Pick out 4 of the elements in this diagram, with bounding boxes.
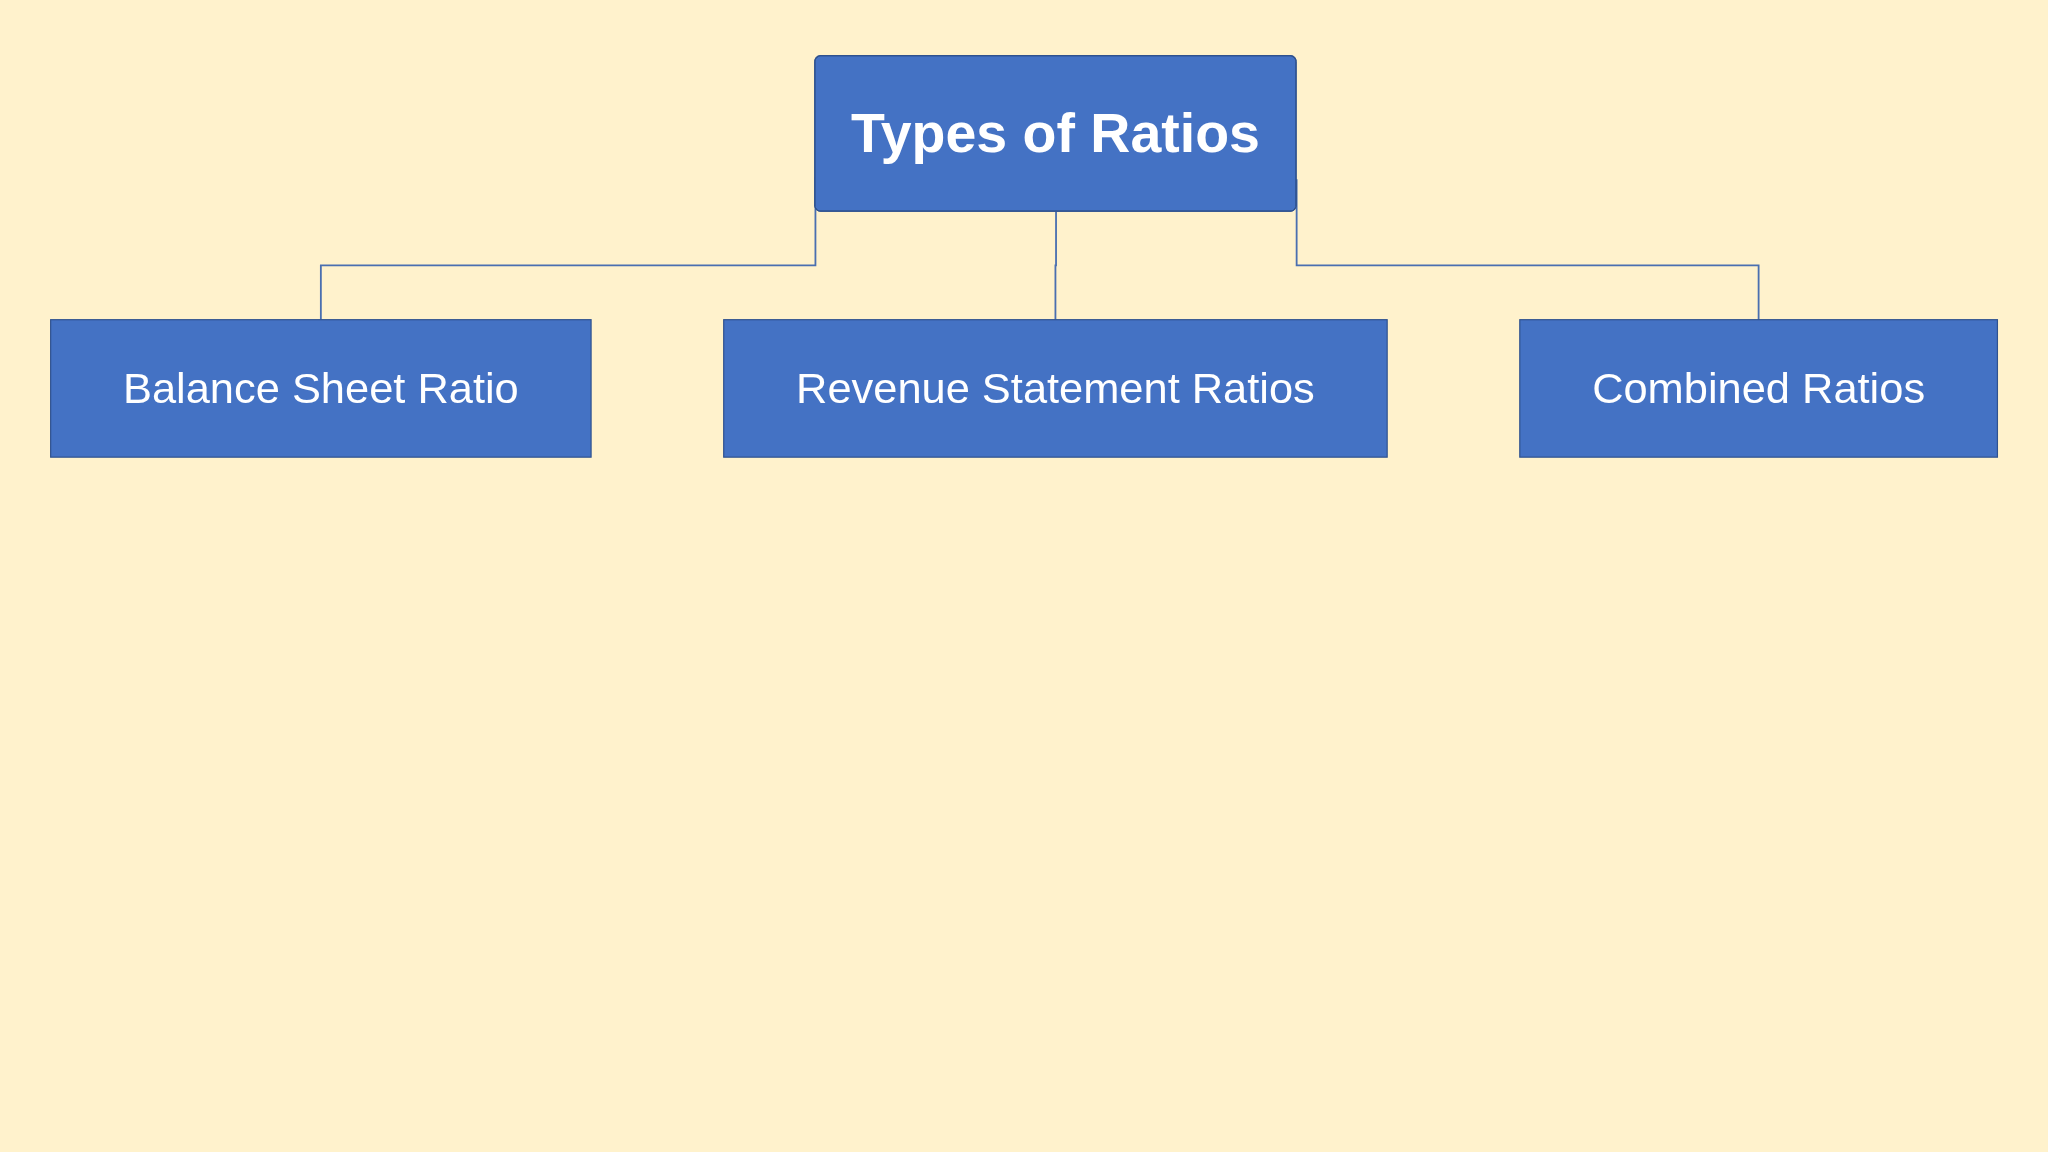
node-box: Balance Sheet Ratio <box>50 319 592 458</box>
connector <box>1054 210 1057 321</box>
node-box: Combined Ratios <box>1519 319 1998 458</box>
node-box: Revenue Statement Ratios <box>723 319 1388 458</box>
